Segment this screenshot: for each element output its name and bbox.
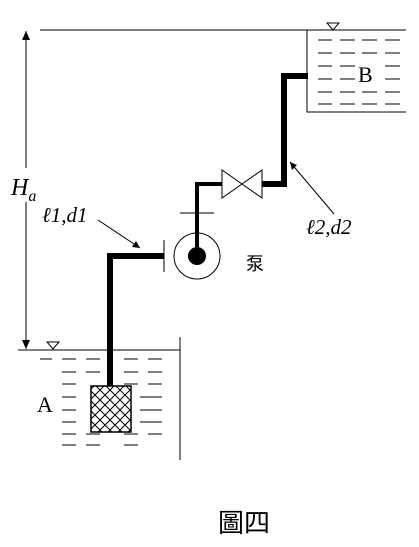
tank-a-surface-marker-icon [45,341,61,350]
tank-b-label: B [358,62,373,87]
head-label: Ha [10,175,36,205]
pipe-1-annotation: ℓ1,d1 [42,203,141,249]
tank-a: A [18,337,181,460]
strainer-icon [90,385,132,433]
tank-b-water-dashes [318,39,400,105]
valve-left-icon [221,169,243,199]
tank-a-label: A [37,392,53,417]
discharge-pipe-segment-2 [262,73,308,187]
pipe-2-leader-arrow-icon [290,162,297,170]
discharge-pipe [180,73,308,252]
pipe-1-leader-arrow-icon [132,241,140,248]
pipe-2-leader [289,161,335,215]
pump-impeller-icon [188,247,206,265]
suction-pipe-line [107,253,164,386]
pipe-2-label: ℓ2,d2 [306,215,352,239]
suction-pipe [107,240,165,386]
tank-a-water-dashes [40,358,162,446]
discharge-pipe-segment-1 [195,182,222,252]
pipe-2-annotation: ℓ2,d2 [289,161,352,239]
head-arrow-bottom-icon [22,340,30,349]
head-dimension: Ha [8,31,48,349]
pump: 泵 [173,232,264,280]
strainer [90,385,132,433]
head-arrow-top-icon [22,31,30,40]
figure-caption: 圖四 [218,509,270,539]
pipe-1-label: ℓ1,d1 [42,203,88,227]
valve-right-icon [241,169,263,199]
pump-label: 泵 [246,254,264,275]
tank-b-surface-marker-icon [325,22,341,31]
tank-b: B [40,22,406,113]
pipe-1-leader [97,219,141,249]
tank-b-wall [306,30,406,113]
head-label-bg [8,168,48,202]
